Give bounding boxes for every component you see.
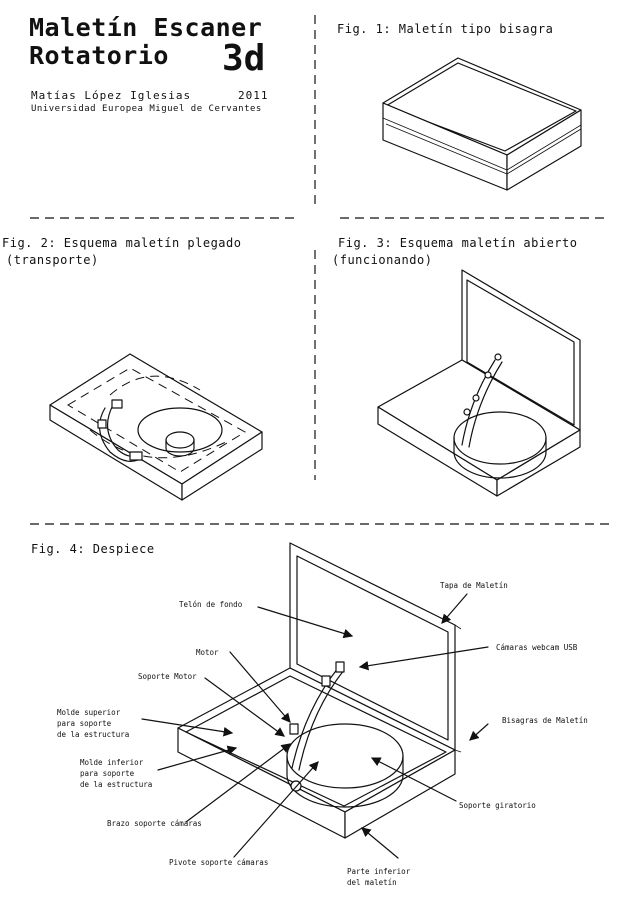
title-line-2: Rotatorio	[29, 41, 169, 70]
fig4-exploded-case	[177, 542, 462, 839]
fig2-caption-2: (transporte)	[6, 253, 99, 267]
fig4-caption: Fig. 4: Despiece	[31, 542, 155, 556]
fig1-closed-case	[382, 57, 582, 191]
label-brazo: Brazo soporte cámaras	[107, 819, 202, 828]
label-molde-superior: Molde superior para soporte de la estruc…	[57, 708, 130, 739]
title-line-1: Maletín Escaner	[29, 13, 263, 42]
label-camaras: Cámaras webcam USB	[496, 643, 578, 652]
fig3-caption: Fig. 3: Esquema maletín abierto	[338, 236, 578, 250]
label-soporte-giratorio: Soporte giratorio	[459, 801, 536, 810]
label-bisagras: Bisagras de Maletín	[502, 716, 588, 725]
fig3-open-case	[377, 269, 581, 497]
university: Universidad Europea Miguel de Cervantes	[31, 104, 262, 114]
label-tapa: Tapa de Maletín	[440, 581, 508, 590]
author-name: Matías López Iglesias	[31, 89, 192, 102]
leader-arrows	[141, 593, 489, 859]
label-telon: Telón de fondo	[179, 600, 243, 609]
separator-lines	[30, 15, 610, 525]
label-parte-inferior: Parte inferior del maletín	[347, 867, 411, 887]
year: 2011	[238, 89, 269, 102]
label-soporte-motor: Soporte Motor	[138, 672, 197, 681]
fig1-caption: Fig. 1: Maletín tipo bisagra	[337, 22, 554, 36]
fig3-caption-2: (funcionando)	[332, 253, 433, 267]
label-pivote: Pivote soporte cámaras	[169, 858, 269, 867]
title-3d: 3d	[222, 38, 266, 79]
label-molde-inferior: Molde inferior para soporte de la estruc…	[80, 758, 153, 789]
fig2-caption: Fig. 2: Esquema maletín plegado	[2, 236, 242, 250]
fig2-folded-case	[49, 353, 263, 501]
label-motor: Motor	[196, 648, 219, 657]
